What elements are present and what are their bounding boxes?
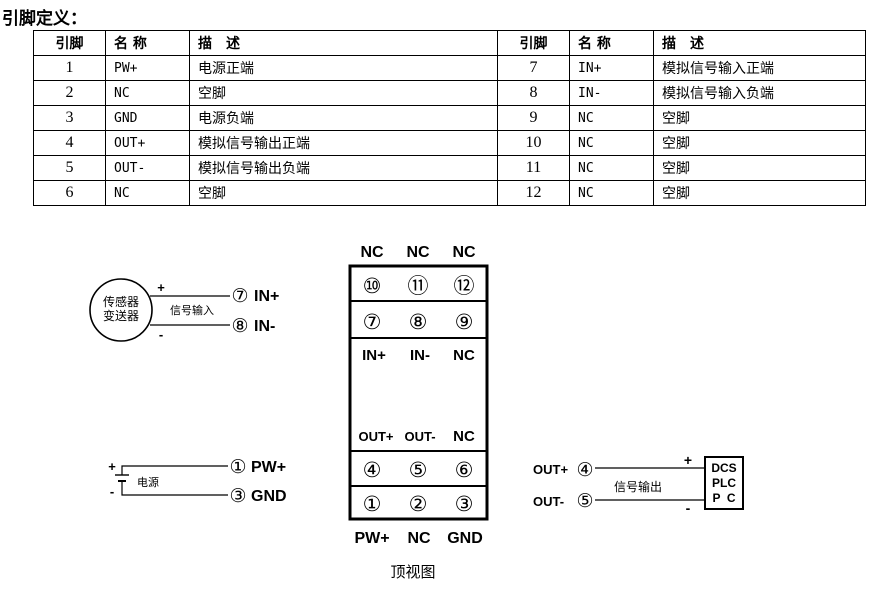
- label-out-minus: OUT-: [404, 429, 435, 444]
- power-label: 电源: [137, 475, 159, 489]
- pin-1: ①: [363, 492, 382, 516]
- label-nc-6: NC: [453, 428, 475, 445]
- output-pin5: ⑤: [576, 490, 593, 512]
- dcs-box-line3: P C: [712, 491, 735, 505]
- power-wire-plus: [121, 465, 228, 475]
- pin-number-cell: 6: [33, 180, 106, 206]
- sensor-in-minus-label: IN-: [254, 318, 275, 335]
- pin-name-cell: NC: [569, 130, 654, 156]
- sensor-text-line1: 传感器: [103, 294, 139, 309]
- sensor-minus-sign: -: [159, 327, 163, 342]
- sensor-pin8: ⑧: [231, 315, 248, 337]
- header-pin: 引脚: [33, 30, 106, 56]
- label-in-plus: IN+: [362, 347, 386, 364]
- output-out-plus-label: OUT+: [533, 462, 568, 477]
- pin-desc-cell: 空脚: [653, 130, 866, 156]
- pin-name-cell: IN-: [569, 80, 654, 106]
- top-label-pin12: NC: [452, 244, 476, 261]
- bottom-label-pw-plus: PW+: [354, 530, 389, 547]
- module-outline: [348, 264, 489, 521]
- top-label-pin11: NC: [406, 244, 430, 261]
- output-pin4: ④: [576, 459, 593, 481]
- bottom-label-gnd: GND: [447, 530, 483, 547]
- sensor-in-plus-label: IN+: [254, 288, 279, 305]
- label-out-plus: OUT+: [358, 429, 393, 444]
- sensor-text-line2: 变送器: [103, 308, 139, 323]
- pin-7: ⑦: [363, 310, 382, 334]
- top-view-caption: 顶视图: [390, 563, 435, 581]
- pin-number-cell: 2: [33, 80, 106, 106]
- pin-name-cell: NC: [569, 180, 654, 206]
- power-gnd-label: GND: [251, 488, 287, 505]
- dcs-box-line1: DCS: [711, 461, 736, 475]
- power-plus-sign: +: [108, 459, 116, 474]
- pin-desc-cell: 模拟信号输出正端: [189, 130, 498, 156]
- pin-9: ⑨: [455, 310, 474, 334]
- pin-desc-cell: 模拟信号输入正端: [653, 55, 866, 81]
- pin-number-cell: 8: [497, 80, 570, 106]
- power-pw-label: PW+: [251, 459, 286, 476]
- pin-desc-cell: 空脚: [189, 80, 498, 106]
- output-wire-label: 信号输出: [614, 479, 662, 494]
- sensor-pin7: ⑦: [231, 285, 248, 307]
- power-wire-minus: [121, 481, 228, 496]
- pin-6: ⑥: [455, 458, 474, 482]
- pin-desc-cell: 模拟信号输出负端: [189, 155, 498, 181]
- pin-name-cell: NC: [105, 80, 190, 106]
- pin-desc-cell: 空脚: [653, 180, 866, 206]
- pin-2: ②: [409, 492, 428, 516]
- power-pin3: ③: [229, 485, 246, 507]
- output-plus-sign: +: [684, 452, 692, 468]
- pin-5: ⑤: [409, 458, 428, 482]
- pin-number-cell: 7: [497, 55, 570, 81]
- power-minus-sign: -: [110, 484, 114, 499]
- output-out-minus-label: OUT-: [533, 494, 564, 509]
- sensor-wire-label: 信号输入: [170, 303, 214, 317]
- label-nc-9: NC: [453, 347, 475, 364]
- pin-3: ③: [455, 492, 474, 516]
- top-label-pin10: NC: [360, 244, 384, 261]
- pin-11: ⑪: [408, 274, 429, 298]
- bottom-label-nc: NC: [407, 530, 431, 547]
- sensor-plus-sign: +: [157, 280, 165, 295]
- pin-name-cell: NC: [105, 180, 190, 206]
- power-pin1: ①: [229, 456, 246, 478]
- pin-desc-cell: 空脚: [653, 155, 866, 181]
- pin-10: ⑩: [363, 274, 382, 298]
- label-in-minus: IN-: [410, 347, 430, 364]
- pin-number-cell: 9: [497, 105, 570, 131]
- sensor-circle: [89, 278, 153, 342]
- pin-4: ④: [363, 458, 382, 482]
- header-pin: 引脚: [497, 30, 570, 56]
- pin-number-cell: 10: [497, 130, 570, 156]
- header-name: 名 称: [105, 30, 190, 56]
- pin-name-cell: PW+: [105, 55, 190, 81]
- pin-12: ⑫: [454, 274, 475, 298]
- pin-8: ⑧: [409, 310, 428, 334]
- pin-desc-cell: 空脚: [189, 180, 498, 206]
- table-header-row: 引脚 名 称 描 述 引脚 名 称 描 述: [33, 30, 866, 56]
- dcs-box-line2: PLC: [712, 476, 736, 490]
- dcs-plc-box: [704, 456, 744, 510]
- pin-desc-cell: 模拟信号输入负端: [653, 80, 866, 106]
- pin-number-cell: 3: [33, 105, 106, 131]
- output-minus-sign: -: [686, 500, 691, 516]
- pin-number-cell: 12: [497, 180, 570, 206]
- header-desc: 描 述: [189, 30, 498, 56]
- page-title: 引脚定义：: [2, 9, 87, 29]
- pin-number-cell: 1: [33, 55, 106, 81]
